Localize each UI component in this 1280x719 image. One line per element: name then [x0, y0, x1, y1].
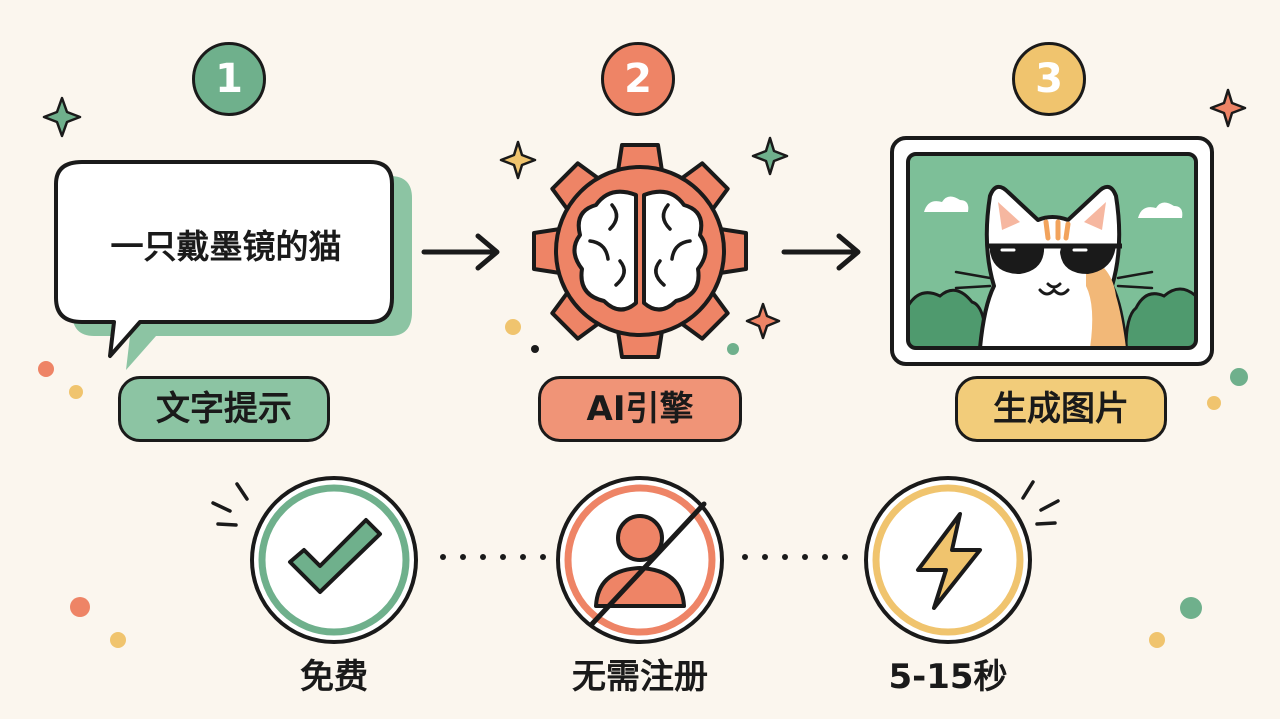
ai-gear-icon — [532, 143, 748, 359]
feature-label-free: 免费 — [300, 657, 368, 697]
arrow-icon — [421, 233, 500, 271]
step-label-3: 生成图片 — [955, 376, 1167, 442]
speech-bubble — [54, 160, 412, 370]
step-label-1: 文字提示 — [118, 376, 330, 442]
step-label-2: AI引擎 — [538, 376, 742, 442]
sparkle-icon — [499, 140, 537, 180]
sparkle-icon — [745, 302, 781, 340]
feature-speed-badge — [864, 476, 1032, 644]
feature-label-speed: 5-15秒 — [888, 657, 1008, 697]
dotted-connector — [440, 554, 848, 560]
feature-label-no-registration: 无需注册 — [572, 657, 708, 697]
lightning-icon — [916, 512, 982, 610]
sparkle-icon — [1209, 88, 1247, 128]
feature-free-badge — [250, 476, 418, 644]
arrow-icon — [781, 233, 861, 271]
prompt-text: 一只戴墨镜的猫 — [110, 227, 342, 266]
no-user-icon — [589, 501, 707, 627]
sparkle-icon — [42, 96, 82, 138]
burst-lines — [211, 480, 1060, 527]
check-icon — [288, 518, 382, 594]
generated-image-frame — [890, 136, 1214, 366]
feature-no-registration-badge — [556, 476, 724, 644]
sparkle-icon — [751, 136, 789, 176]
step-number-3: 3 — [1012, 42, 1086, 116]
step-number-1: 1 — [192, 42, 266, 116]
step-number-2: 2 — [601, 42, 675, 116]
